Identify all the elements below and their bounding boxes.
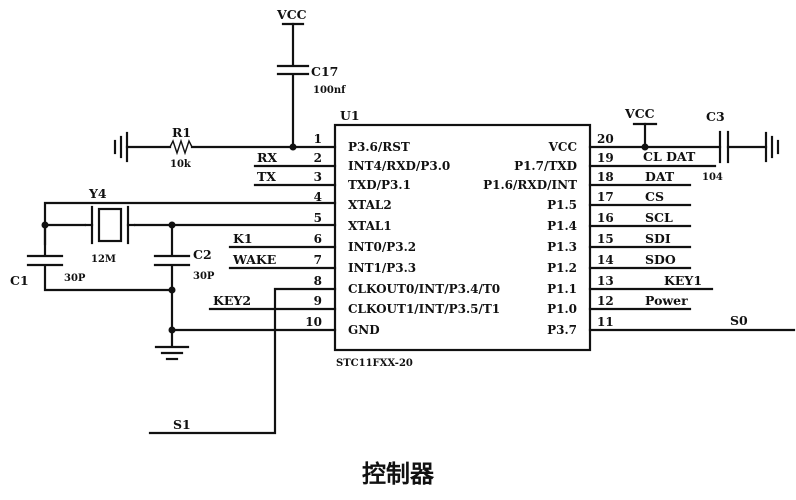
pin-number-left-6: 6: [314, 232, 322, 246]
junction-vcc: [641, 143, 649, 151]
pin-number-right-17: 17: [597, 190, 614, 204]
net-rx: RX: [257, 150, 277, 165]
pin-number-left-10: 10: [305, 315, 322, 329]
y4-ref: Y4: [88, 186, 107, 201]
net-k1: K1: [233, 231, 253, 246]
net-dat: DAT: [645, 169, 675, 184]
pin-name-left-5: XTAL1: [348, 219, 392, 233]
pin-name-right-13: P1.1: [547, 282, 577, 296]
vcc-right-label: VCC: [624, 106, 655, 121]
pin-name-right-12: P1.0: [547, 302, 577, 316]
pin-number-left-5: 5: [314, 211, 322, 225]
net-key2: KEY2: [213, 293, 251, 308]
pin-number-right-12: 12: [597, 294, 614, 308]
pin-number-left-3: 3: [314, 170, 322, 184]
pin-name-left-10: GND: [348, 323, 380, 337]
pin-number-left-7: 7: [314, 253, 322, 267]
pin-name-left-4: XTAL2: [348, 198, 392, 212]
s1-net: [148, 287, 337, 435]
pin-name-left-7: INT1/P3.3: [348, 261, 416, 275]
chip-part-number: STC11FXX-20: [336, 358, 413, 369]
r1-resistor: [169, 138, 193, 156]
c2-ref: C2: [193, 247, 212, 262]
net-scl: SCL: [645, 210, 673, 225]
pin-number-right-19: 19: [597, 151, 614, 165]
pin-number-right-11: 11: [597, 315, 614, 329]
net-sdo: SDO: [645, 252, 676, 267]
c2-value: 30P: [193, 271, 215, 282]
pin-name-right-19: P1.7/TXD: [514, 159, 577, 173]
pin-name-right-17: P1.5: [547, 198, 577, 212]
net-s1: S1: [173, 417, 191, 432]
net-tx: TX: [257, 169, 276, 184]
pin-number-left-2: 2: [314, 151, 322, 165]
net-sdi: SDI: [645, 231, 671, 246]
c1-value: 30P: [64, 273, 86, 284]
net-power: Power: [645, 293, 688, 308]
pin-name-left-6: INT0/P3.2: [348, 240, 416, 254]
c3-value: 104: [702, 172, 723, 183]
pin-name-left-2: INT4/RXD/P3.0: [348, 159, 450, 173]
net-cs: CS: [645, 189, 664, 204]
pin-name-left-3: TXD/P3.1: [348, 178, 411, 192]
chip-ref: U1: [340, 108, 360, 123]
crystal-body: [97, 207, 123, 243]
pin-name-right-20: VCC: [548, 140, 577, 154]
pin-number-right-15: 15: [597, 232, 614, 246]
pin-name-right-15: P1.3: [547, 240, 577, 254]
pin-number-left-8: 8: [314, 274, 322, 288]
net-s0: S0: [730, 313, 748, 328]
pin-name-left-1: P3.6/RST: [348, 140, 410, 154]
chip-body: [333, 123, 592, 352]
net-key1: KEY1: [664, 273, 702, 288]
junction-rst: [289, 143, 297, 151]
pin-number-left-1: 1: [314, 132, 322, 146]
pin-number-left-4: 4: [314, 190, 322, 204]
c17-ref: C17: [311, 64, 338, 79]
c1-ref: C1: [10, 273, 29, 288]
pin-number-right-18: 18: [597, 170, 614, 184]
pin-name-right-16: P1.4: [547, 219, 577, 233]
pin-number-right-20: 20: [597, 132, 614, 146]
junction-caps: [168, 286, 176, 294]
c1-ground-net: [43, 265, 174, 292]
y4-value: 12M: [91, 254, 116, 265]
r1-ref: R1: [172, 125, 191, 140]
crystal-gap: [86, 205, 134, 245]
pin-name-right-18: P1.6/RXD/INT: [483, 178, 577, 192]
c17-value: 100nf: [313, 85, 346, 96]
net-cl-dat: CL DAT: [643, 149, 696, 164]
pin-number-left-9: 9: [314, 294, 322, 308]
pin-number-right-16: 16: [597, 211, 614, 225]
vcc-top-label: VCC: [276, 7, 307, 22]
pin-number-right-13: 13: [597, 274, 614, 288]
c3-ref: C3: [706, 109, 725, 124]
pin-name-right-11: P3.7: [547, 323, 577, 337]
r1-value: 10k: [170, 159, 192, 170]
net-wake: WAKE: [232, 252, 276, 267]
figure-caption: 控制器: [362, 460, 435, 488]
pin-name-left-8: CLKOUT0/INT/P3.4/T0: [348, 282, 500, 296]
pin-number-right-14: 14: [597, 253, 614, 267]
pin-name-right-14: P1.2: [547, 261, 577, 275]
pin-name-left-9: CLKOUT1/INT/P3.5/T1: [348, 302, 500, 316]
